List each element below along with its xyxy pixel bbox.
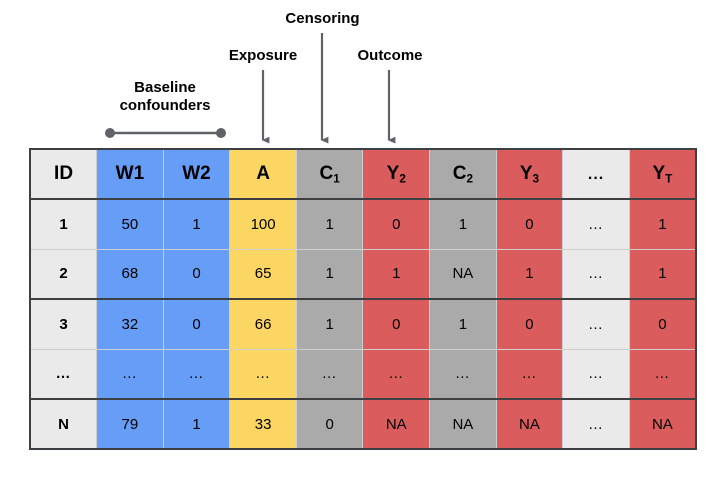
- table-cell-w1: 32: [96, 298, 164, 350]
- table-cell-id: 3: [29, 298, 98, 350]
- annotation-label-outcome: Outcome: [357, 47, 423, 64]
- table-cell-w1: …: [96, 348, 164, 400]
- table-cell-y3: NA: [495, 398, 564, 450]
- table-cell-c2: NA: [429, 248, 497, 300]
- column-header-id: ID: [29, 148, 98, 200]
- table-cell-yt: 1: [628, 248, 697, 300]
- column-header-base: C: [319, 162, 334, 184]
- table-cell-w2: …: [162, 348, 231, 400]
- column-header-base: Y: [519, 162, 533, 184]
- column-header-subscript: 2: [466, 172, 473, 186]
- column-header-base: ID: [54, 163, 74, 184]
- annotation-label-exposure: Exposure: [228, 47, 298, 64]
- table-cell-dot: …: [562, 248, 630, 300]
- table-cell-c2: …: [429, 348, 497, 400]
- table-cell-yt: NA: [628, 398, 697, 450]
- annotation-label-censoring: Censoring: [285, 10, 360, 27]
- column-header-yt: YT: [628, 148, 697, 200]
- table-cell-yt: …: [628, 348, 697, 400]
- column-header-base: C: [452, 162, 467, 184]
- column-header-ellipsis: ...: [587, 166, 605, 183]
- table-cell-w2: 1: [162, 198, 231, 250]
- table-cell-y3: 0: [495, 198, 564, 250]
- column-header-c2: C2: [429, 148, 497, 200]
- table-cell-c1: …: [295, 348, 364, 400]
- table-cell-dot: …: [562, 398, 630, 450]
- column-header-base: Y: [386, 162, 400, 184]
- table-cell-c1: 1: [295, 248, 364, 300]
- table-cell-yt: 1: [628, 198, 697, 250]
- column-header-subscript: 1: [333, 172, 340, 186]
- table-cell-a: 33: [229, 398, 297, 450]
- table-cell-w2: 0: [162, 298, 231, 350]
- column-header-base: A: [256, 163, 270, 184]
- table-cell-a: 66: [229, 298, 297, 350]
- table-cell-y2: NA: [362, 398, 431, 450]
- baseline-confounders-connector-icon: [105, 128, 226, 138]
- column-header-w2: W2: [162, 148, 231, 200]
- table-cell-id: …: [29, 348, 98, 400]
- table-cell-c1: 1: [295, 198, 364, 250]
- table-cell-y3: …: [495, 348, 564, 400]
- column-header-y3: Y3: [495, 148, 564, 200]
- column-header-base: W2: [182, 163, 211, 184]
- table-cell-w2: 0: [162, 248, 231, 300]
- column-header-y2: Y2: [362, 148, 431, 200]
- column-header-base: W1: [115, 163, 145, 184]
- table-cell-y2: 0: [362, 298, 431, 350]
- table-cell-c1: 0: [295, 398, 364, 450]
- column-header-c1: C1: [295, 148, 364, 200]
- table-cell-c2: NA: [429, 398, 497, 450]
- table-cell-c1: 1: [295, 298, 364, 350]
- table-cell-dot: …: [562, 298, 630, 350]
- table-cell-y3: 0: [495, 298, 564, 350]
- table-cell-id: N: [29, 398, 98, 450]
- column-header-subscript: T: [665, 172, 673, 186]
- table-cell-id: 1: [29, 198, 98, 250]
- table-cell-id: 2: [29, 248, 98, 300]
- column-header-base: Y: [652, 162, 666, 184]
- table-cell-a: 100: [229, 198, 297, 250]
- table-cell-dot: …: [562, 348, 630, 400]
- table-cell-y2: 0: [362, 198, 431, 250]
- table-cell-y2: …: [362, 348, 431, 400]
- table-cell-yt: 0: [628, 298, 697, 350]
- table-cell-w1: 79: [96, 398, 164, 450]
- table-row: …………………………: [29, 348, 697, 400]
- table-cell-y2: 1: [362, 248, 431, 300]
- column-header-a: A: [229, 148, 297, 200]
- column-header-dot: ...: [562, 148, 630, 200]
- annotation-label-baseline-confounders: Baseline confounders: [119, 79, 211, 114]
- column-header-w1: W1: [96, 148, 164, 200]
- table-cell-w1: 50: [96, 198, 164, 250]
- table-cell-w2: 1: [162, 398, 231, 450]
- column-header-subscript: 2: [399, 172, 406, 186]
- table-cell-w1: 68: [96, 248, 164, 300]
- table-cell-a: 65: [229, 248, 297, 300]
- table-cell-a: …: [229, 348, 297, 400]
- table-cell-c2: 1: [429, 198, 497, 250]
- table-cell-y3: 1: [495, 248, 564, 300]
- column-header-subscript: 3: [532, 172, 540, 186]
- table-cell-c2: 1: [429, 298, 497, 350]
- table-cell-dot: …: [562, 198, 630, 250]
